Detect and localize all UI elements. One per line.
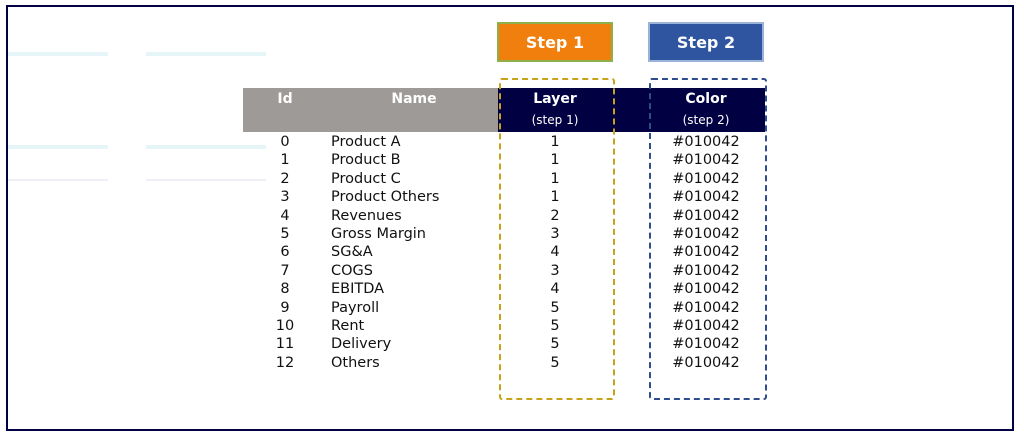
- cell-color: #010042: [672, 207, 740, 224]
- cell-layer: 2: [550, 207, 560, 224]
- header-color: Color (step 2): [650, 91, 762, 127]
- ghost-line: [8, 145, 108, 149]
- cell-layer: 4: [550, 244, 560, 261]
- slide-frame: [6, 5, 1014, 431]
- cell-name: Product Others: [331, 189, 440, 206]
- table-row: 9 Payroll 5 #010042: [0, 300, 1024, 319]
- cell-layer: 5: [550, 336, 560, 353]
- cell-color: #010042: [672, 244, 740, 261]
- table-row: 6 SG&A 4 #010042: [0, 244, 1024, 263]
- cell-layer: 5: [550, 318, 560, 334]
- cell-layer: 5: [550, 299, 560, 316]
- layer-column-highlight: [499, 78, 615, 400]
- ghost-line: [146, 179, 266, 181]
- cell-layer: 1: [550, 189, 560, 206]
- header-id: Id: [262, 91, 308, 107]
- cell-name: COGS: [331, 262, 373, 279]
- table-row: 4 Revenues 2 #010042: [0, 208, 1024, 227]
- cell-layer: 1: [550, 170, 560, 187]
- cell-color: #010042: [672, 262, 740, 279]
- color-column-highlight: [649, 78, 767, 400]
- cell-id: 3: [280, 189, 290, 206]
- table-row: 11 Delivery 5 #010042: [0, 336, 1024, 355]
- ghost-line: [146, 52, 266, 56]
- table-row: 7 COGS 3 #010042: [0, 263, 1024, 282]
- cell-name: Others: [331, 354, 380, 371]
- cell-layer: 1: [550, 152, 560, 169]
- cell-color: #010042: [672, 336, 740, 353]
- header-layer-subtitle: (step 1): [531, 113, 579, 127]
- cell-id: 12: [275, 354, 295, 371]
- cell-color: #010042: [672, 189, 740, 206]
- header-name-title: Name: [391, 91, 437, 107]
- cell-id: 7: [280, 262, 290, 279]
- cell-id: 0: [280, 134, 290, 150]
- ghost-line: [8, 52, 108, 56]
- ghost-line: [8, 179, 108, 181]
- table-row: 5 Gross Margin 3 #010042: [0, 226, 1024, 245]
- header-name: Name: [330, 91, 498, 107]
- table-row: 10 Rent 5 #010042: [0, 318, 1024, 337]
- cell-layer: 3: [550, 262, 560, 279]
- cell-id: 9: [280, 299, 290, 316]
- cell-id: 11: [275, 336, 295, 353]
- cell-name: Product C: [331, 170, 401, 187]
- step-2-badge: Step 2: [648, 22, 764, 62]
- header-gray-band: [243, 88, 498, 132]
- cell-color: #010042: [672, 354, 740, 371]
- cell-layer: 3: [550, 226, 560, 242]
- table-row: 2 Product C 1 #010042: [0, 171, 1024, 190]
- cell-color: #010042: [672, 281, 740, 298]
- cell-id: 8: [280, 281, 290, 298]
- cell-name: EBITDA: [331, 281, 385, 298]
- cell-color: #010042: [672, 299, 740, 316]
- cell-layer: 1: [550, 134, 560, 150]
- cell-name: Rent: [331, 318, 365, 334]
- header-id-title: Id: [277, 91, 293, 107]
- table-row: 8 EBITDA 4 #010042: [0, 281, 1024, 300]
- cell-id: 5: [280, 226, 290, 242]
- cell-name: Product B: [331, 152, 401, 169]
- step-1-badge: Step 1: [497, 22, 613, 62]
- cell-name: Product A: [331, 134, 401, 150]
- cell-id: 6: [280, 244, 290, 261]
- cell-name: Revenues: [331, 207, 402, 224]
- header-navy-band: [498, 88, 765, 132]
- cell-name: Gross Margin: [331, 226, 426, 242]
- cell-layer: 5: [550, 354, 560, 371]
- step-2-label: Step 2: [676, 32, 736, 52]
- table-row: 3 Product Others 1 #010042: [0, 189, 1024, 208]
- cell-name: Delivery: [331, 336, 392, 353]
- cell-id: 2: [280, 170, 290, 187]
- cell-id: 1: [280, 152, 290, 169]
- header-layer-title: Layer: [533, 91, 577, 107]
- cell-name: SG&A: [331, 244, 373, 261]
- cell-id: 4: [280, 207, 290, 224]
- cell-color: #010042: [672, 134, 740, 150]
- cell-color: #010042: [672, 318, 740, 334]
- cell-color: #010042: [672, 152, 740, 169]
- cell-name: Payroll: [331, 299, 380, 316]
- table-row: 12 Others 5 #010042: [0, 355, 1024, 374]
- cell-id: 10: [275, 318, 295, 334]
- ghost-line: [146, 145, 266, 149]
- step-1-label: Step 1: [525, 32, 585, 52]
- header-color-title: Color: [685, 91, 727, 107]
- header-layer: Layer (step 1): [506, 91, 604, 127]
- table-row: 0 Product A 1 #010042: [0, 134, 1024, 153]
- header-color-subtitle: (step 2): [682, 113, 730, 127]
- cell-color: #010042: [672, 226, 740, 242]
- table-row: 1 Product B 1 #010042: [0, 152, 1024, 171]
- cell-layer: 4: [550, 281, 560, 298]
- cell-color: #010042: [672, 170, 740, 187]
